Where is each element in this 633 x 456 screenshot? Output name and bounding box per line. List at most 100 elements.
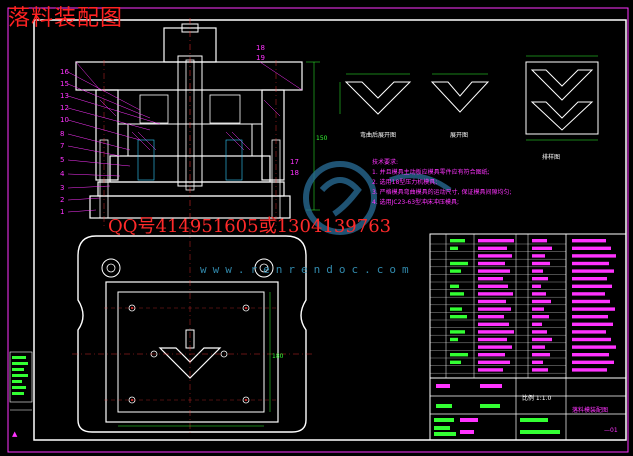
- parts-row-mark: [532, 368, 548, 372]
- parts-row-mark: [572, 261, 609, 266]
- section-view: [75, 18, 303, 226]
- bent-blank-view: [339, 73, 412, 115]
- parts-row-mark: [532, 345, 545, 349]
- parts-row-mark: [532, 299, 551, 304]
- parts-row-mark: [532, 307, 544, 311]
- note-3: 3. 严格模具弯曲模具的运动尺寸, 保证模具间隙均匀;: [372, 189, 512, 196]
- parts-row-mark: [532, 360, 543, 364]
- parts-row-mark: [572, 360, 614, 364]
- parts-row-mark: [478, 299, 506, 304]
- parts-row-mark: [478, 322, 509, 326]
- parts-row-mark: [478, 368, 503, 372]
- parts-row-mark: [532, 277, 548, 281]
- parts-row-mark: [478, 246, 507, 250]
- plan-height-label: 180: [272, 353, 284, 360]
- svg-text:10: 10: [60, 116, 69, 124]
- parts-row-mark: [532, 269, 543, 273]
- parts-row-mark: [572, 315, 608, 319]
- parts-row-mark: [572, 269, 614, 273]
- watermark-logo: [303, 161, 452, 235]
- parts-row-mark: [532, 292, 546, 296]
- parts-row-mark: [450, 330, 465, 334]
- parts-row-mark: [450, 269, 461, 273]
- parts-list: [429, 233, 627, 441]
- parts-row-mark: [450, 353, 468, 357]
- parts-row-mark: [572, 239, 606, 243]
- drawing-name: 落料模装配图: [572, 406, 608, 414]
- parts-row-mark: [532, 239, 547, 243]
- parts-row-mark: [450, 307, 462, 311]
- svg-text:4: 4: [60, 170, 65, 178]
- svg-text:17: 17: [290, 158, 299, 166]
- contact-text: QQ号414951605或1304139763: [108, 216, 392, 237]
- parts-row-mark: [532, 353, 550, 357]
- parts-row-mark: [572, 277, 607, 281]
- svg-text:13: 13: [60, 92, 69, 100]
- parts-row-mark: [478, 261, 505, 266]
- svg-text:3: 3: [60, 184, 64, 192]
- svg-text:19: 19: [256, 54, 265, 62]
- scale-label: 比例 1:1.0: [522, 394, 551, 402]
- parts-row-mark: [532, 322, 542, 326]
- parts-row-mark: [572, 246, 611, 250]
- note-4: 4. 选用JC23-63型冲床冲压模具;: [372, 199, 460, 206]
- svg-text:12: 12: [60, 104, 69, 112]
- parts-row-mark: [572, 353, 609, 357]
- parts-row-mark: [450, 360, 461, 364]
- parts-row-mark: [532, 284, 541, 288]
- drawing-title: 落料装配图: [8, 6, 124, 31]
- parts-row-mark: [572, 330, 606, 334]
- svg-text:1: 1: [60, 208, 64, 216]
- parts-row-mark: [450, 284, 459, 288]
- parts-row-mark: [478, 360, 510, 364]
- parts-row-mark: [478, 277, 503, 281]
- svg-text:5: 5: [60, 156, 64, 164]
- parts-row-mark: [532, 330, 547, 334]
- dimension-height-label: 150: [316, 135, 328, 142]
- parts-row-mark: [532, 246, 552, 250]
- note-1: 1. 并且模具主动板应模具零件应有符合图纸;: [372, 169, 490, 176]
- parts-row-mark: [572, 284, 612, 288]
- parts-row-mark: [572, 292, 605, 296]
- svg-text:8: 8: [60, 130, 64, 138]
- parts-row-mark: [532, 315, 549, 319]
- title-block-fills: [434, 384, 560, 436]
- parts-row-mark: [450, 337, 458, 342]
- parts-row-mark: [478, 284, 508, 288]
- parts-row-mark: [478, 254, 512, 258]
- parts-row-mark: [450, 315, 467, 319]
- title-block: [430, 378, 626, 440]
- parts-row-mark: [478, 345, 512, 349]
- parts-row-mark: [532, 261, 550, 266]
- parts-row-mark: [478, 292, 513, 296]
- parts-row-mark: [450, 292, 464, 296]
- parts-row-mark: [572, 307, 615, 311]
- parts-row-mark: [478, 315, 504, 319]
- parts-row-mark: [532, 337, 552, 342]
- sheet-number: —01: [604, 427, 618, 434]
- parts-row-mark: [572, 345, 616, 349]
- parts-row-mark: [572, 254, 616, 258]
- left-legend: [9, 351, 33, 403]
- parts-row-mark: [478, 307, 511, 311]
- parts-list-rows: [430, 239, 616, 374]
- parts-row-mark: [478, 353, 505, 357]
- plan-view: [72, 228, 312, 436]
- inner-frame: [33, 19, 627, 441]
- leaders-left: [67, 71, 161, 213]
- outer-frame: [7, 7, 629, 453]
- parts-row-mark: [572, 299, 610, 304]
- blank-view: [430, 73, 490, 113]
- svg-text:15: 15: [60, 80, 69, 88]
- svg-text:2: 2: [60, 196, 64, 204]
- parts-row-mark: [478, 269, 510, 273]
- parts-row-mark: [478, 239, 514, 243]
- svg-text:7: 7: [60, 142, 64, 150]
- parts-row-mark: [478, 337, 507, 342]
- caption-blank: 展开图: [450, 132, 469, 139]
- note-2: 2. 选用18型压力机模具;: [372, 179, 438, 186]
- technical-notes: 技术要求: 1. 并且模具主动板应模具零件应有符合图纸; 2. 选用18型压力机…: [372, 158, 511, 208]
